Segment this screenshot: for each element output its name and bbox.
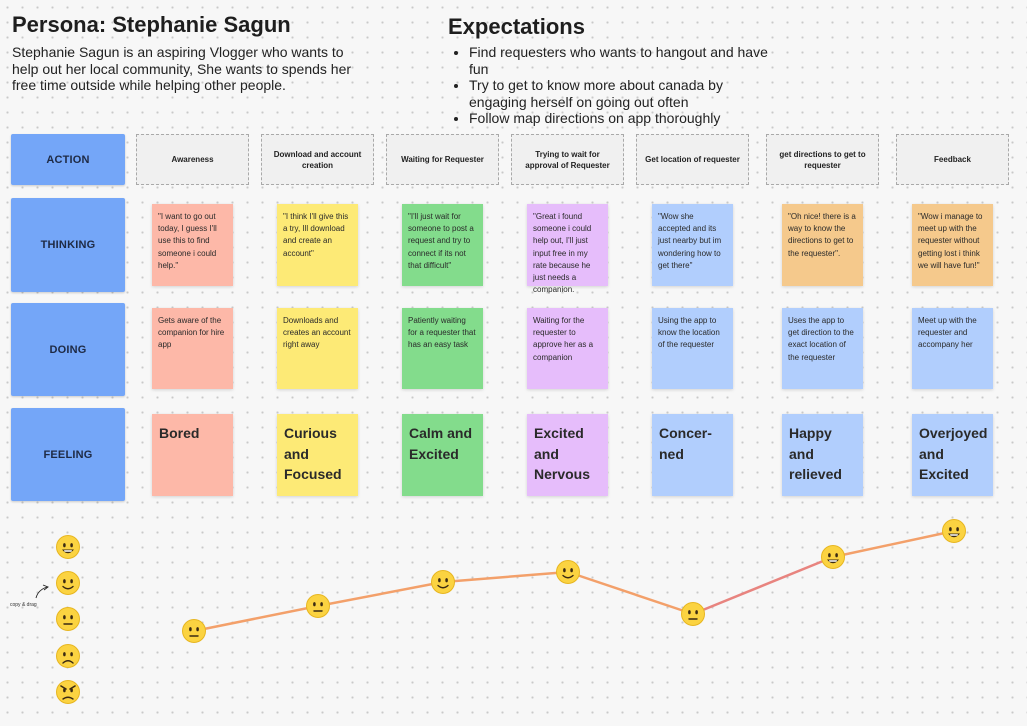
feeling-note[interactable]: Curious and Focused (277, 414, 358, 496)
emotion-point-neutral-icon[interactable] (681, 602, 705, 626)
arrow-head-icon (42, 584, 49, 591)
feeling-note[interactable]: Overjoyed and Excited (912, 414, 993, 496)
happy-face-icon[interactable] (56, 571, 80, 595)
emotion-point-very-happy-icon[interactable] (942, 519, 966, 543)
sad-face-icon[interactable] (56, 644, 80, 668)
doing-note[interactable]: Uses the app to get direction to the exa… (782, 308, 863, 389)
expectations-title: Expectations (448, 14, 585, 39)
emotion-line-segment (691, 555, 835, 616)
thinking-note[interactable]: "Wow she accepted and its just nearby bu… (652, 204, 733, 286)
feeling-note[interactable]: Excited and Nervous (527, 414, 608, 496)
emotion-point-very-happy-icon[interactable] (821, 545, 845, 569)
emotion-point-happy-icon[interactable] (556, 560, 580, 584)
doing-note[interactable]: Patiently waiting for a requester that h… (402, 308, 483, 389)
emotion-line-segment (316, 580, 445, 608)
emotion-point-happy-icon[interactable] (431, 570, 455, 594)
feeling-note[interactable]: Bored (152, 414, 233, 496)
thinking-note[interactable]: "I want to go out today, I guess I'll us… (152, 204, 233, 286)
stage-header: get directions to get to requester (766, 134, 879, 185)
stage-header: Trying to wait for approval of Requester (511, 134, 624, 185)
feeling-note[interactable]: Happy and relieved (782, 414, 863, 496)
stage-header: Download and account creation (261, 134, 374, 185)
thinking-note[interactable]: "I'll just wait for someone to post a re… (402, 204, 483, 286)
expectations-list: Find requesters who wants to hangout and… (452, 44, 769, 127)
persona-description: Stephanie Sagun is an aspiring Vlogger w… (12, 44, 352, 93)
curved-arrow-icon (35, 586, 48, 599)
emotion-point-neutral-icon[interactable] (306, 594, 330, 618)
row-label-thinking: THINKING (11, 198, 125, 292)
thinking-note[interactable]: "I think I'll give this a try, Ill downl… (277, 204, 358, 286)
thinking-note[interactable]: "Great i found someone i could help out,… (527, 204, 608, 294)
doing-note[interactable]: Waiting for the requester to approve her… (527, 308, 608, 389)
emotion-line-segment (192, 604, 320, 633)
thinking-note[interactable]: "Oh nice! there is a way to know the dir… (782, 204, 863, 286)
expectation-item: Follow map directions on app thoroughly (469, 110, 769, 127)
expectation-item: Try to get to know more about canada by … (469, 77, 769, 110)
neutral-face-icon[interactable] (56, 607, 80, 631)
doing-note[interactable]: Gets aware of the companion for hire app (152, 308, 233, 389)
emotion-line-segment (441, 570, 570, 584)
feeling-note[interactable]: Concer-ned (652, 414, 733, 496)
emotion-point-neutral-icon[interactable] (182, 619, 206, 643)
emotion-line-segment (831, 529, 956, 559)
row-label-feeling: FEELING (11, 408, 125, 501)
copy-drag-label: copy & drag (10, 602, 37, 608)
doing-note[interactable]: Downloads and creates an account right a… (277, 308, 358, 389)
stage-header: Feedback (896, 134, 1009, 185)
doing-note[interactable]: Meet up with the requester and accompany… (912, 308, 993, 389)
row-label-doing: DOING (11, 303, 125, 396)
expectation-item: Find requesters who wants to hangout and… (469, 44, 769, 77)
stage-header: Waiting for Requester (386, 134, 499, 185)
thinking-note[interactable]: "Wow i manage to meet up with the reques… (912, 204, 993, 286)
emotion-line-segment (566, 570, 695, 616)
angry-face-icon[interactable] (56, 680, 80, 704)
doing-note[interactable]: Using the app to know the location of th… (652, 308, 733, 389)
feeling-note[interactable]: Calm and Excited (402, 414, 483, 496)
row-label-action: ACTION (11, 134, 125, 185)
stage-header: Get location of requester (636, 134, 749, 185)
very-happy-face-icon[interactable] (56, 535, 80, 559)
persona-title: Persona: Stephanie Sagun (12, 12, 291, 37)
stage-header: Awareness (136, 134, 249, 185)
